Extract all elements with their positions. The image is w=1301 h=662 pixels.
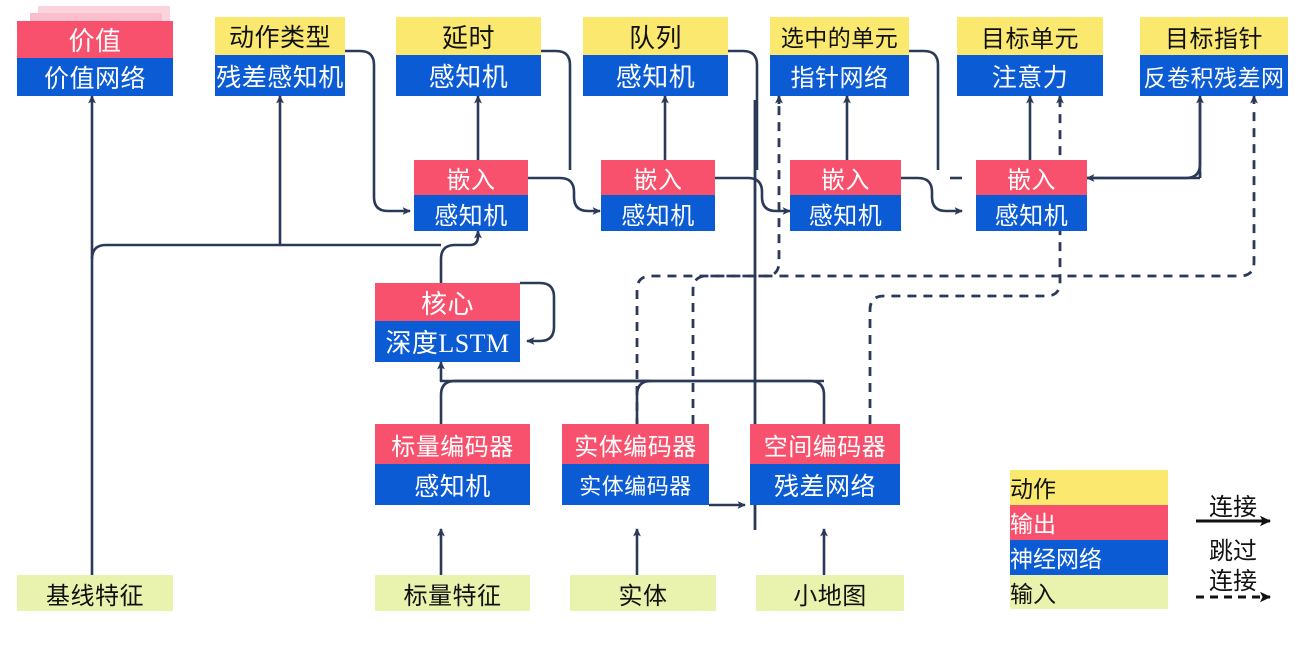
node-value[interactable]: 价值 价值网络 xyxy=(17,21,173,96)
node-embed-4-action: 嵌入 xyxy=(976,160,1087,195)
wire-encoder-bus xyxy=(439,379,824,396)
legend-swatch-nn: 神经网络 xyxy=(1010,540,1168,575)
node-target-unit[interactable]: 目标单元 注意力 xyxy=(957,17,1103,96)
legend-swatch-input: 输入 xyxy=(1010,575,1168,609)
node-embed-3-action: 嵌入 xyxy=(790,160,901,195)
node-queued-action: 队列 xyxy=(583,17,728,55)
wire-embed4-to-targetpointer xyxy=(1085,98,1202,180)
input-scalar-features-label: 标量特征 xyxy=(375,575,530,611)
input-scalar-features[interactable]: 标量特征 xyxy=(375,575,530,611)
input-entities[interactable]: 实体 xyxy=(570,575,716,611)
node-delay-action: 延时 xyxy=(396,17,541,55)
node-target-point-net: 反卷积残差网 xyxy=(1140,55,1288,96)
node-scalar-encoder[interactable]: 标量编码器 感知机 xyxy=(375,424,530,505)
node-target-point[interactable]: 目标指针 反卷积残差网 xyxy=(1140,17,1288,96)
node-spatial-encoder[interactable]: 空间编码器 残差网络 xyxy=(750,424,900,505)
node-embed-2-action: 嵌入 xyxy=(601,160,715,195)
node-target-unit-net: 注意力 xyxy=(957,55,1103,96)
node-action-type[interactable]: 动作类型 残差感知机 xyxy=(215,17,345,96)
wire-embed2-to-embed3 xyxy=(715,176,791,215)
legend-skip-label-line2: 连接 xyxy=(1209,569,1257,595)
node-embed-4-net: 感知机 xyxy=(976,195,1087,231)
legend-connect-label: 连接 xyxy=(1209,495,1257,521)
wire-selected-down xyxy=(909,49,940,170)
node-target-point-action: 目标指针 xyxy=(1140,17,1288,55)
node-spatial-encoder-action: 空间编码器 xyxy=(750,424,900,464)
skip-entity-to-selected-units xyxy=(691,100,781,424)
node-embed-3[interactable]: 嵌入 感知机 xyxy=(790,160,901,231)
input-baseline-features[interactable]: 基线特征 xyxy=(17,575,173,611)
node-core-net: 深度LSTM xyxy=(375,321,520,362)
legend-swatch-action: 动作 xyxy=(1010,470,1168,505)
node-entity-encoder-action: 实体编码器 xyxy=(562,424,709,464)
input-entities-label: 实体 xyxy=(570,575,716,611)
node-embed-1[interactable]: 嵌入 感知机 xyxy=(414,160,528,231)
node-embed-1-net: 感知机 xyxy=(414,195,528,231)
wire-embed1-to-embed2 xyxy=(528,176,601,215)
node-queued-net: 感知机 xyxy=(583,55,728,96)
wire-core-to-embed1 xyxy=(469,230,482,247)
legend-skip-label-line1: 跳过 xyxy=(1209,539,1257,565)
node-delay[interactable]: 延时 感知机 xyxy=(396,17,541,96)
wire-entity-up xyxy=(439,379,653,426)
node-embed-4[interactable]: 嵌入 感知机 xyxy=(976,160,1087,231)
node-embed-1-action: 嵌入 xyxy=(414,160,528,195)
wire-queued-down xyxy=(728,49,759,170)
node-selected-units-action: 选中的单元 xyxy=(770,17,909,55)
wire-delay-down xyxy=(541,49,572,170)
node-scalar-encoder-action: 标量编码器 xyxy=(375,424,530,464)
skip-spatial-to-target-unit xyxy=(868,100,1062,424)
node-selected-units-net: 指针网络 xyxy=(770,55,909,96)
wire-core-up xyxy=(439,243,470,283)
node-target-unit-action: 目标单元 xyxy=(957,17,1103,55)
node-core-action: 核心 xyxy=(375,283,520,321)
skip-entities-to-targetpointer xyxy=(635,110,1256,443)
node-value-net: 价值网络 xyxy=(17,58,173,96)
node-delay-net: 感知机 xyxy=(396,55,541,96)
node-value-action: 价值 xyxy=(17,21,173,58)
legend-swatch-output: 输出 xyxy=(1010,505,1168,540)
wire-embed3-to-embed4 xyxy=(901,176,963,215)
node-embed-3-net: 感知机 xyxy=(790,195,901,231)
node-embed-2-net: 感知机 xyxy=(601,195,715,231)
node-spatial-encoder-net: 残差网络 xyxy=(750,464,900,505)
node-selected-units[interactable]: 选中的单元 指针网络 xyxy=(770,17,909,96)
input-minimap-label: 小地图 xyxy=(756,575,904,611)
input-minimap[interactable]: 小地图 xyxy=(756,575,904,611)
node-scalar-encoder-net: 感知机 xyxy=(375,464,530,505)
legend-swatches: 动作 输出 神经网络 输入 xyxy=(1010,470,1168,609)
node-queued[interactable]: 队列 感知机 xyxy=(583,17,728,96)
input-baseline-features-label: 基线特征 xyxy=(17,575,173,611)
node-core[interactable]: 核心 深度LSTM xyxy=(375,283,520,362)
node-embed-2[interactable]: 嵌入 感知机 xyxy=(601,160,715,231)
node-entity-encoder-net: 实体编码器 xyxy=(562,464,709,505)
wire-core-recurrent xyxy=(520,281,556,345)
node-action-type-action: 动作类型 xyxy=(215,17,345,55)
node-entity-encoder[interactable]: 实体编码器 实体编码器 xyxy=(562,424,709,505)
node-action-type-net: 残差感知机 xyxy=(215,55,345,96)
wire-spatial-up xyxy=(453,379,826,426)
